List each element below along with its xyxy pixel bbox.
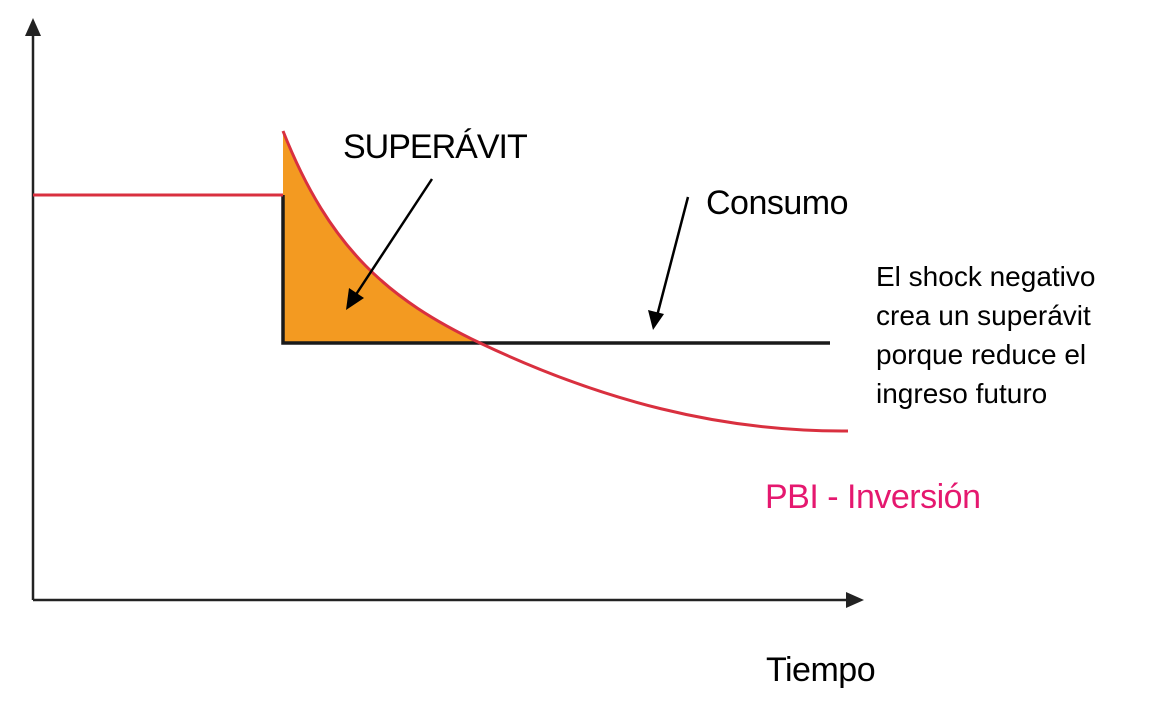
x-axis-arrow bbox=[846, 592, 864, 608]
surplus-area bbox=[283, 131, 480, 343]
pbi-inversion-label: PBI - Inversión bbox=[765, 478, 981, 516]
superavit-arrowhead bbox=[346, 288, 364, 310]
consumo-label: Consumo bbox=[706, 184, 849, 222]
consumo-arrowhead bbox=[648, 310, 664, 330]
income-curve bbox=[281, 130, 849, 433]
consumo-arrow bbox=[655, 196, 690, 317]
superavit-arrow bbox=[353, 178, 434, 297]
y-axis-arrow bbox=[25, 18, 41, 36]
explanation-note: El shock negativo crea un superávit porq… bbox=[876, 261, 1096, 409]
consumption-line bbox=[281, 195, 830, 345]
x-axis-label: Tiempo bbox=[766, 651, 876, 689]
superavit-label: SUPERÁVIT bbox=[343, 128, 528, 166]
